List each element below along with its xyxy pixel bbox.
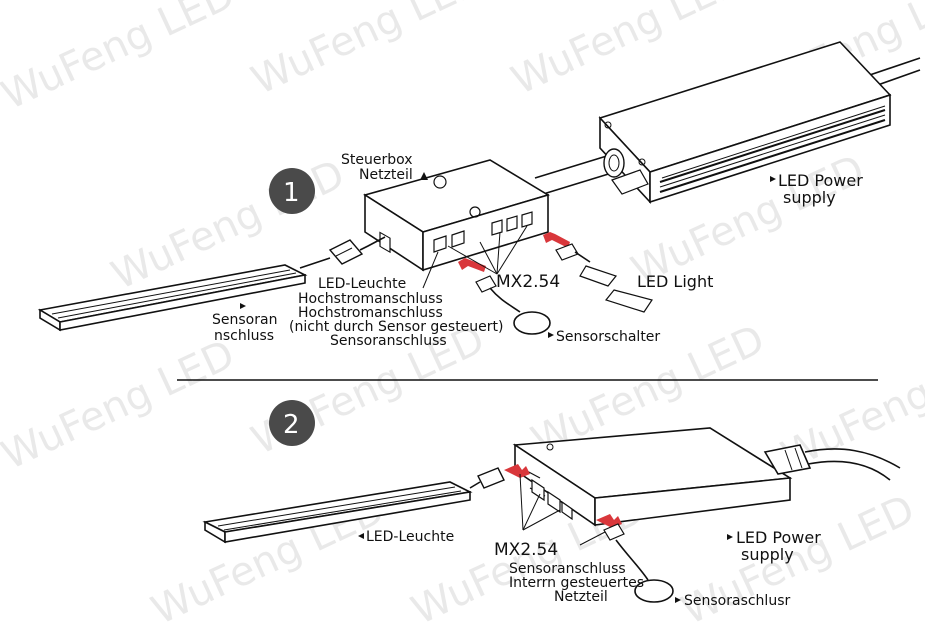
label-led-power: LED Power [778,171,863,190]
label-led-light: LED Light [637,272,713,291]
sensor-plug-left [299,236,386,269]
led-power-supply-unit [534,41,892,205]
insertion-arrows-1 [458,232,570,272]
sensor-switch-1 [475,275,551,335]
sensor-switch-2 [603,523,674,603]
label-sensor-switch: Sensorschalter [556,329,660,345]
label-port-not-sensor: (nicht durch Sensor gesteuert) [289,319,504,335]
step-2: 2 [202,400,901,609]
label-sensor-port-2: nschluss [214,328,274,344]
control-box [363,159,550,272]
label-led-power-supply-2: supply [741,545,794,564]
label-sensor-port-2-line1: Sensoranschluss [509,561,626,577]
step-1-badge-number: 1 [283,178,300,208]
control-box-ports [433,211,533,253]
led-profile-strip-1 [37,264,308,332]
label-led-luminaire: LED-Leuchte [366,529,454,545]
label-sensor-port: Sensoran [212,312,277,328]
label-led-power-2: LED Power [736,528,821,547]
label-port-high-current-2: Hochstromanschluss [298,305,443,321]
label-mx254-2: MX2.54 [494,540,558,560]
label-port-sensor: Sensoranschluss [330,333,447,349]
label-sensor-port-2-line2: Interrn gesteuertes [509,575,644,591]
psu-ports-2 [531,478,573,521]
label-port-led-luminaire: LED-Leuchte [318,276,406,292]
mx-pointer-lines-2 [519,473,606,546]
label-sensor-port-2-line3: Netzteil [554,589,608,605]
step-2-badge: 2 [269,400,315,446]
label-control-box: Steuerbox [341,152,413,168]
mx-pointer-lines-1 [447,225,528,275]
label-sensor-end: Sensoraschlusr [684,593,790,609]
step-2-badge-number: 2 [283,410,300,440]
label-port-high-current: Hochstromanschluss [298,291,443,307]
mains-cable-2 [763,444,901,481]
watermark: WuFeng LED [0,331,241,479]
label-mx254: MX2.54 [496,272,560,292]
led-profile-strip-2 [202,467,505,544]
integrated-power-supply [512,427,793,527]
label-led-power-supply: supply [783,188,836,207]
label-control-box-psu: Netzteil [359,167,413,183]
step-1-badge: 1 [269,168,315,214]
led-light-connector [555,243,653,313]
watermark: WuFeng LED [245,0,492,104]
step-1: 1 [37,41,921,349]
watermark: WuFeng LED [0,0,241,119]
